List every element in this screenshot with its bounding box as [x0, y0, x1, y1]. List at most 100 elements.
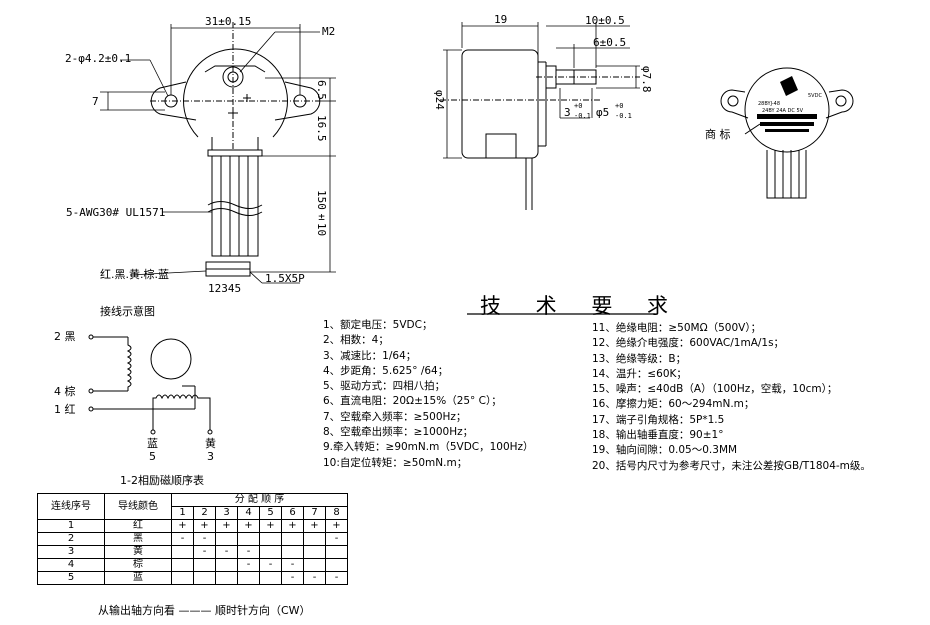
sequence-cell [215, 571, 238, 585]
row-color: 蓝 [104, 571, 172, 585]
dim-lead: 150±10 [315, 190, 328, 237]
sequence-cell [281, 545, 304, 559]
sequence-cell: - [193, 545, 216, 559]
wiring-pin3-color: 黄 [205, 437, 216, 450]
side-view-dimensions [443, 22, 640, 159]
sequence-cell [171, 571, 194, 585]
sequence-cell: - [171, 532, 194, 546]
row-pin: 4 [37, 558, 105, 572]
sequence-caption: 1-2相励磁顺序表 [120, 474, 204, 487]
req-item: 20、括号内尺寸为参考尺寸，未注公差按GB/T1804-m级。 [592, 459, 871, 472]
front-view-dimensions [100, 24, 336, 284]
sequence-cell [215, 558, 238, 572]
dim-shaft: 10±0.5 [585, 14, 625, 27]
sequence-cell: + [237, 519, 260, 533]
sequence-cell [215, 532, 238, 546]
req-item: 6、直流电阻：20Ω±15%（25° C）； [323, 395, 502, 408]
req-item: 11、绝缘电阻：≥50MΩ（500V）； [592, 322, 762, 334]
step-header: 2 [193, 506, 216, 520]
sequence-cell [303, 545, 326, 559]
sequence-cell [193, 571, 216, 585]
req-item: 17、端子引角规格：5P*1.5 [592, 413, 725, 426]
sequence-cell: - [215, 545, 238, 559]
dim-boss-tol: -0.1 [574, 112, 591, 120]
sequence-cell: - [281, 571, 304, 585]
row-color: 棕 [104, 558, 172, 572]
sequence-cell: + [259, 519, 282, 533]
wiring-pin4: 4 棕 [54, 385, 76, 398]
front-view-outline [150, 22, 321, 277]
dim-thread: M2 [322, 25, 336, 38]
wiring-title: 接线示意图 [100, 305, 155, 318]
dim-boss-tol-top: +0 [574, 102, 583, 110]
sequence-cell [171, 545, 194, 559]
label-text-3: 24BY 24A DC 5V [762, 108, 804, 114]
sequence-cell [325, 558, 348, 572]
dim-width: 31±0.15 [205, 15, 252, 28]
row-color: 黑 [104, 532, 172, 546]
req-item: 1、额定电压：5VDC； [323, 319, 433, 331]
sequence-cell [259, 545, 282, 559]
req-item: 2、相数：4； [323, 334, 389, 347]
connector-colors: 红.黑.黄.棕.蓝 [100, 268, 169, 281]
wiring-pin1: 1 红 [54, 403, 76, 416]
req-item: 12、绝缘介电强度：600VAC/1mA/1s； [592, 337, 785, 350]
sequence-footer: 从输出轴方向看 ——— 顺时针方向（CW） [98, 604, 311, 617]
wiring-pin5-color: 蓝 [147, 437, 158, 450]
wiring-diagram [88, 334, 213, 435]
dim-body: 16.5 [315, 115, 328, 142]
req-item: 14、温升：≤60K； [592, 367, 687, 380]
wiring-pin5-num: 5 [149, 450, 156, 463]
col-color-header: 导线颜色 [104, 493, 172, 520]
req-item: 7、空载牵入频率：≥500Hz； [323, 410, 467, 423]
sequence-cell: - [259, 558, 282, 572]
req-item: 19、轴向间隙：0.05～0.3MM [592, 444, 738, 457]
step-header: 5 [259, 506, 282, 520]
label-text-1: 28BYJ-48 [758, 101, 781, 107]
req-item: 4、步距角：5.625° /64； [323, 364, 449, 377]
sequence-cell [259, 532, 282, 546]
sequence-cell: + [215, 519, 238, 533]
requirements-right: 11、绝缘电阻：≥50MΩ（500V）； 12、绝缘介电强度：600VAC/1m… [592, 321, 871, 474]
dim-shaft5-tol-bot: -0.1 [615, 112, 632, 120]
wiring-pin2: 2 黑 [54, 330, 76, 343]
label-callout: 商 标 [705, 128, 731, 141]
sequence-cell: - [281, 558, 304, 572]
label-text-2: 5VDC [808, 93, 822, 99]
row-pin: 5 [37, 571, 105, 585]
sequence-cell: - [237, 545, 260, 559]
wiring-pin3-num: 3 [207, 450, 214, 463]
sequence-cell: - [303, 571, 326, 585]
sequence-cell [237, 532, 260, 546]
dim-shaft-diam: φ7.8 [640, 66, 653, 93]
label-stripes [757, 76, 817, 132]
req-item: 16、摩擦力矩：60～294mN.m； [592, 398, 755, 411]
dim-diameter: φ24 [433, 90, 446, 110]
dim-shaft5-tol-top: +0 [615, 102, 624, 110]
sequence-cell [193, 558, 216, 572]
req-item: 3、减速比：1/64； [323, 349, 417, 362]
sequence-cell: + [171, 519, 194, 533]
col-group-header: 分 配 顺 序 [171, 493, 348, 507]
sequence-cell: - [193, 532, 216, 546]
sequence-cell: + [193, 519, 216, 533]
dim-boss: 3 [564, 106, 571, 119]
dim-top: 6.5 [315, 80, 328, 100]
req-item: 9.牵入转矩：≥90mN.m（5VDC，100Hz） [323, 441, 534, 454]
step-header: 6 [281, 506, 304, 520]
sequence-cell [303, 532, 326, 546]
row-pin: 3 [37, 545, 105, 559]
sequence-cell [237, 571, 260, 585]
row-color: 黄 [104, 545, 172, 559]
req-item: 18、输出轴垂直度：90±1° [592, 429, 724, 442]
sequence-cell [259, 571, 282, 585]
sequence-cell: + [281, 519, 304, 533]
requirements-left: 1、额定电压：5VDC； 2、相数：4； 3、减速比：1/64； 4、步距角：5… [323, 318, 534, 471]
